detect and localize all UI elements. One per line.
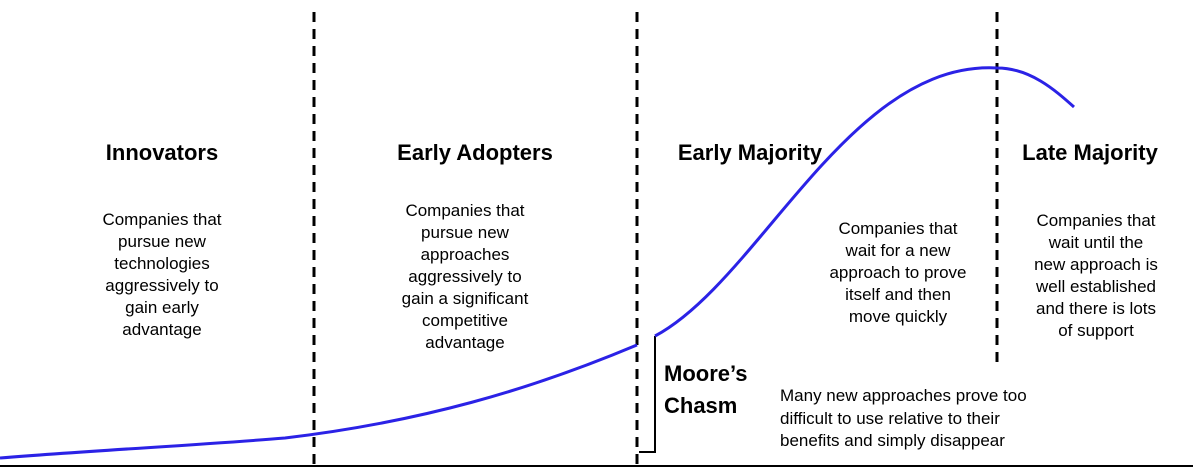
segment-description-early-adopters: Companies that pursue new approaches agg… [401, 201, 529, 352]
segment-heading-late-majority: Late Majority [1022, 140, 1158, 165]
segment-heading-innovators: Innovators [105, 140, 219, 165]
segment-heading-early-majority: Early Majority [677, 140, 823, 165]
segment-description-early-majority: Companies that wait for a new approach t… [829, 219, 967, 326]
adoption-curve-pre-chasm [0, 343, 638, 460]
adoption-curve-post-chasm [654, 66, 1076, 338]
segment-description-innovators: Companies that pursue new technologies a… [102, 210, 222, 339]
chasm-label: Moore’s Chasm [664, 361, 748, 418]
chasm-gap-marker [639, 336, 656, 453]
segment-description-late-majority: Companies that wait until the new approa… [1034, 211, 1158, 340]
chasm-note: Many new approaches prove too difficult … [780, 386, 1027, 450]
segment-heading-early-adopters: Early Adopters [397, 140, 553, 165]
